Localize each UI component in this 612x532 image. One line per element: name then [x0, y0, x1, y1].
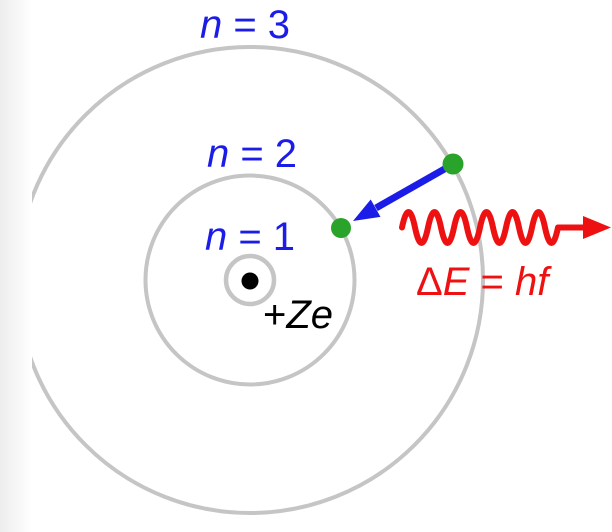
orbit-label-n2-variable: n: [207, 132, 229, 176]
orbit-label-n3-variable: n: [200, 3, 222, 47]
photon-energy-delta: Δ: [416, 260, 443, 304]
electron-on-n3-dot: [442, 153, 464, 175]
nucleus-charge-label: +Ze: [263, 293, 333, 337]
nucleus-charge-symbol: Ze: [285, 293, 333, 337]
orbit-label-n1-equals: =: [227, 215, 273, 259]
orbit-n1-circle: [223, 253, 277, 307]
orbit-label-n3-equals: =: [222, 3, 268, 47]
photon-arrowhead: [583, 216, 611, 239]
electron-transition-arrow-line: [374, 163, 450, 212]
photon-energy-equals: =: [469, 260, 515, 304]
orbit-label-n1: n = 1: [205, 215, 295, 259]
orbit-label-n3-value: 3: [268, 3, 290, 47]
orbit-n2-circle: [143, 173, 357, 387]
orbit-label-n1-value: 1: [273, 215, 295, 259]
photon-energy-E: E: [443, 260, 471, 304]
orbit-label-n1-variable: n: [205, 215, 227, 259]
nucleus-dot: [241, 272, 259, 290]
nucleus-charge-sign: +: [263, 293, 286, 337]
orbit-label-n2-equals: =: [229, 132, 275, 176]
photon-wave: [399, 209, 588, 246]
photon-energy-label: ΔE = hf: [416, 260, 552, 304]
orbit-label-n3: n = 3: [200, 3, 290, 47]
orbit-label-n2-value: 2: [275, 132, 297, 176]
electron-on-n2-dot: [331, 218, 351, 238]
orbit-label-n2: n = 2: [207, 132, 297, 176]
electron-transition-arrowhead: [353, 199, 381, 221]
photon-energy-hf: hf: [515, 260, 552, 304]
